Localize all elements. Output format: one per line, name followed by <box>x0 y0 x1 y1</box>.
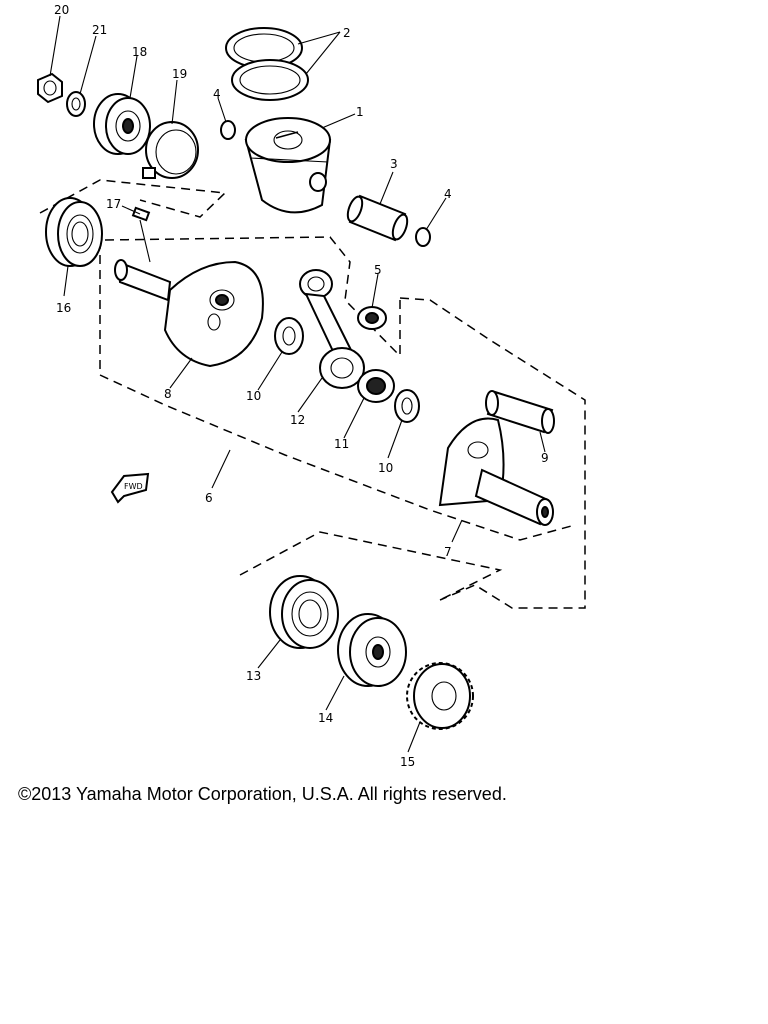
callout-5: 5 <box>374 263 382 277</box>
part-18-collar <box>142 121 199 179</box>
callout-10-upper: 10 <box>246 389 261 403</box>
callout-4-lower: 4 <box>444 187 452 201</box>
callout-9: 9 <box>541 451 549 465</box>
part-20-nut <box>37 72 63 104</box>
part-13-bearing <box>269 575 339 649</box>
part-5-small-end-bearing <box>357 306 387 330</box>
front-direction-arrow: FWD <box>110 472 150 504</box>
callout-14: 14 <box>318 711 333 725</box>
callout-7: 7 <box>444 545 452 559</box>
callout-3: 3 <box>390 157 398 171</box>
callout-2: 2 <box>343 26 351 40</box>
callout-6: 6 <box>205 491 213 505</box>
part-11-big-end-bearing <box>357 369 395 403</box>
part-14-oil-seal <box>337 613 407 687</box>
callout-21: 21 <box>92 23 107 37</box>
callout-labels: 20 21 18 19 2 4 1 3 4 17 5 16 8 10 12 11… <box>54 3 549 769</box>
callout-16: 16 <box>56 301 71 315</box>
callout-4-upper: 4 <box>213 87 221 101</box>
part-1-piston <box>244 117 332 214</box>
part-4-circlip-lower <box>415 227 431 247</box>
exploded-parts-diagram: FWD <box>37 3 586 769</box>
callout-18: 19 <box>172 67 187 81</box>
part-16-bearing <box>45 197 103 267</box>
part-3-piston-pin <box>346 194 409 242</box>
part-8-crank-half-left <box>114 259 264 368</box>
part-21-washer <box>66 91 86 117</box>
callout-17: 18 <box>132 45 147 59</box>
part-9-crank-pin <box>485 390 555 434</box>
leader-lines <box>49 15 546 753</box>
front-marker-label: FWD <box>124 482 143 491</box>
callout-1: 1 <box>356 105 364 119</box>
copyright-notice: ©2013 Yamaha Motor Corporation, U.S.A. A… <box>18 784 507 804</box>
part-10-washer-upper <box>274 317 304 355</box>
part-12-connecting-rod <box>299 269 365 389</box>
callout-11: 11 <box>334 437 349 451</box>
part-2-piston-rings <box>225 27 309 101</box>
part-7-crank-half-right <box>438 417 554 526</box>
callout-19: 17 <box>106 197 121 211</box>
callout-15: 15 <box>400 755 415 769</box>
part-19-key <box>131 206 151 222</box>
callout-8: 8 <box>164 387 172 401</box>
part-4-circlip-upper <box>220 120 236 140</box>
part-17-bearing-seal <box>93 93 151 155</box>
callout-12: 12 <box>290 413 305 427</box>
part-10-washer-lower <box>394 389 420 423</box>
callout-13: 13 <box>246 669 261 683</box>
callout-20: 20 <box>54 3 69 17</box>
callout-10-lower: 10 <box>378 461 393 475</box>
part-15-drive-gear <box>406 662 474 730</box>
